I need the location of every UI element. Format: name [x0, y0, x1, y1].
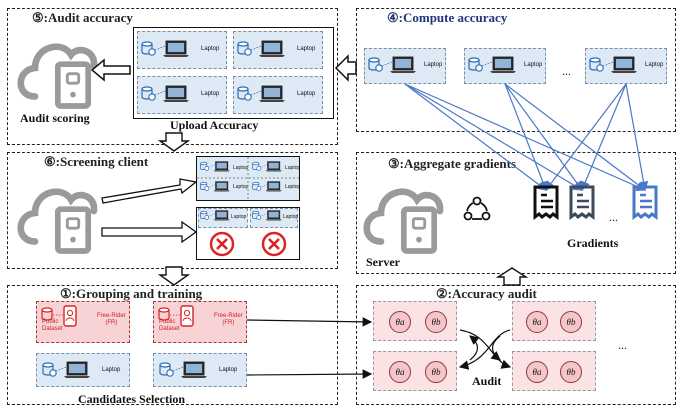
- laptop-label: Laptop: [102, 367, 121, 373]
- theta-a-node: θa: [526, 361, 548, 383]
- audit-ellipsis: ...: [618, 338, 627, 352]
- free-rider-client-box: [153, 301, 247, 343]
- device-icon: [368, 56, 417, 74]
- server-label: Server: [366, 255, 400, 269]
- device-icon: [252, 210, 283, 221]
- public-dataset-label: Public Dataset: [159, 319, 180, 332]
- cloud-server-icon: [21, 192, 94, 251]
- cloud-server-icon: [21, 47, 94, 106]
- device-icon: [159, 361, 208, 379]
- theta-b-node: θb: [560, 311, 582, 333]
- compute-ellipsis: ...: [562, 64, 571, 78]
- upload-accuracy-box: [133, 27, 334, 119]
- device-icon: [589, 56, 638, 74]
- theta-a-node: θa: [389, 361, 411, 383]
- device-icon: [237, 40, 286, 58]
- reject-x-icon: [261, 231, 287, 257]
- aggregation-icon: [463, 196, 491, 221]
- theta-b-node: θb: [560, 361, 582, 383]
- gradients-label: Gradients: [567, 236, 619, 250]
- reject-x-icon: [209, 231, 235, 257]
- accuracy-audit-title: ②:Accuracy audit: [436, 286, 537, 301]
- upload-accuracy-label: Upload Accuracy: [170, 118, 259, 132]
- theta-a-node: θa: [389, 311, 411, 333]
- device-icon: [141, 85, 190, 103]
- gradient-doc-icon: [533, 185, 559, 219]
- theta-a-node: θa: [526, 311, 548, 333]
- free-rider-client-box: [36, 301, 130, 343]
- arrow-reject-icon: [101, 220, 198, 244]
- gradients-ellipsis: ...: [609, 210, 618, 224]
- laptop-label: Laptop: [297, 91, 316, 97]
- arrow-down-icon: [157, 132, 191, 152]
- grouping-training-title: ①:Grouping and training: [60, 286, 203, 301]
- audit-label: Audit: [472, 374, 502, 388]
- candidates-selection-label: Candidates Selection: [78, 392, 186, 406]
- screening-client-title: ⑥:Screening client: [44, 154, 149, 169]
- laptop-label: Laptop: [201, 46, 220, 52]
- arrow-accept-icon: [101, 178, 198, 204]
- device-icon: [200, 210, 231, 221]
- theta-b-node: θb: [425, 361, 447, 383]
- laptop-label: Laptop: [219, 367, 238, 373]
- device-icon: [42, 361, 91, 379]
- free-rider-device-icon: [158, 305, 194, 327]
- arrow-to-audit-icon: [90, 58, 131, 82]
- laptop-label: Laptop: [231, 214, 247, 220]
- laptop-label: Laptop: [424, 62, 443, 68]
- free-rider-label: Free-Rider (FR): [97, 313, 126, 326]
- device-icon: [252, 161, 283, 172]
- arrow-up-icon: [495, 267, 529, 286]
- device-icon: [237, 85, 286, 103]
- public-dataset-label: Public Dataset: [42, 319, 63, 332]
- theta-b-node: θb: [425, 311, 447, 333]
- free-rider-device-icon: [41, 305, 77, 327]
- device-icon: [141, 40, 190, 58]
- laptop-label: Laptop: [285, 184, 301, 190]
- device-icon: [468, 56, 517, 74]
- device-icon: [200, 161, 231, 172]
- panel-grouping-training: [7, 285, 338, 405]
- laptop-label: Laptop: [201, 91, 220, 97]
- laptop-label: Laptop: [233, 165, 249, 171]
- screening-box-top: [196, 156, 300, 201]
- aggregate-gradients-title: ③:Aggregate gradients: [388, 156, 517, 171]
- free-rider-label: Free-Rider (FR): [214, 313, 243, 326]
- audit-accuracy-title: ⑤:Audit accuracy: [32, 10, 133, 25]
- arrow-left-icon: [334, 54, 357, 82]
- gradient-doc-icon: [632, 185, 658, 219]
- arrow-down-icon: [157, 266, 191, 286]
- laptop-label: Laptop: [645, 62, 664, 68]
- screening-box-bottom: [196, 207, 300, 260]
- cloud-server-icon: [367, 192, 440, 251]
- device-icon: [252, 181, 283, 192]
- laptop-label: Laptop: [285, 165, 301, 171]
- device-icon: [200, 181, 231, 192]
- laptop-label: Laptop: [297, 46, 316, 52]
- audit-scoring-label: Audit scoring: [20, 111, 90, 125]
- compute-accuracy-title: ④:Compute accuracy: [387, 10, 508, 25]
- gradient-doc-icon: [569, 185, 595, 219]
- laptop-label: Laptop: [524, 62, 543, 68]
- laptop-label: Laptop: [233, 184, 249, 190]
- laptop-label: Laptop: [283, 214, 299, 220]
